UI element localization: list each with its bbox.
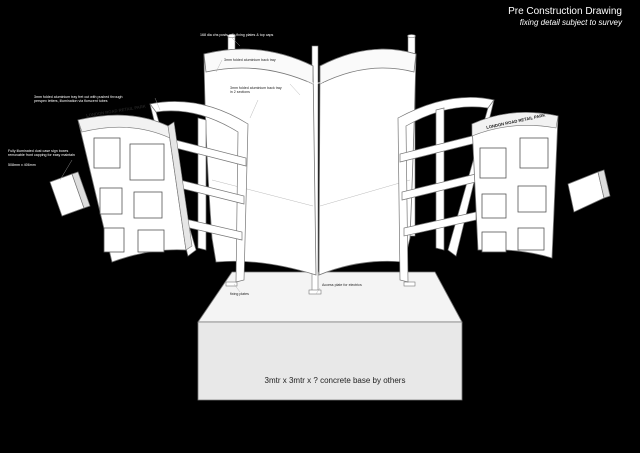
left-sign-box [49,171,91,217]
note-fixing-plates: fixing plates [230,292,249,296]
note-tray-sections: 3mm folded aluminium back tray in 2 sect… [230,86,282,95]
note-chs-posts: 168 dia chs posts with fixing plates & t… [200,33,274,37]
leader-lines [59,37,321,295]
note-sign-boxes: Fully illuminated dust case sign boxes r… [8,149,75,158]
note-back-tray: 3mm folded aluminium back tray [224,58,276,62]
central-back-tray [203,48,417,276]
title-block: Pre Construction Drawing fixing detail s… [508,6,622,27]
note-concrete-base: 3mtr x 3mtr x ? concrete base by others [264,376,406,385]
drawing-subtitle: fixing detail subject to survey [519,18,622,27]
right-sign-box [567,169,611,213]
note-tray-fret: 3mm folded aluminium tray fret cut with … [34,95,123,104]
note-access-plate: Access plate for electrics [322,283,362,287]
left-sign-panel [77,114,193,263]
concrete-base [197,271,463,401]
note-flat-bar-frame: 6mm flat bar frame braced with gussets a… [260,81,342,85]
note-box-size: 508mm x 406mm [8,163,36,167]
right-sign-panel [471,112,559,259]
drawing-title: Pre Construction Drawing [508,6,622,17]
